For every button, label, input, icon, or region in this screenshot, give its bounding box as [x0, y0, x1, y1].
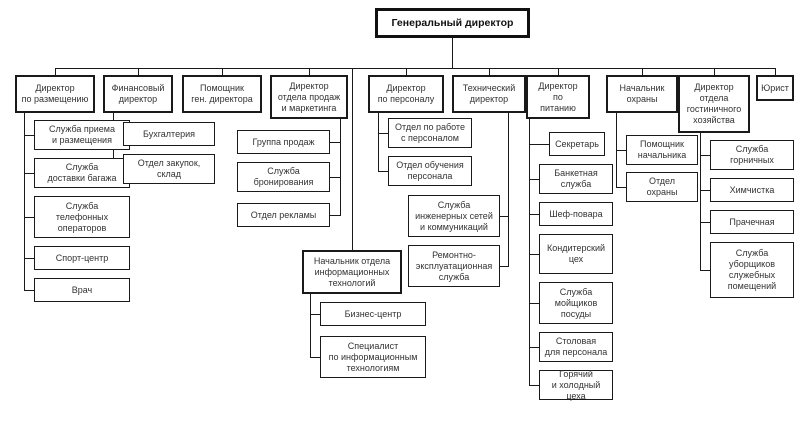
- connector-line: [340, 119, 341, 216]
- node-finance-director: Финансовый директор: [103, 75, 173, 113]
- connector-line: [310, 294, 311, 358]
- node-ceo-assistant: Помощник ген. директора: [182, 75, 262, 113]
- connector-line: [616, 187, 626, 188]
- node-business-center: Бизнес-центр: [320, 302, 426, 326]
- connector-line: [55, 68, 776, 69]
- node-banquet-service: Банкетная служба: [539, 164, 613, 194]
- connector-line: [508, 113, 509, 267]
- node-secretary: Секретарь: [549, 132, 605, 156]
- connector-line: [310, 357, 320, 358]
- node-doctor: Врач: [34, 278, 130, 302]
- connector-line: [406, 68, 407, 75]
- connector-line: [700, 222, 710, 223]
- connector-line: [500, 216, 508, 217]
- connector-line: [24, 258, 34, 259]
- node-confectionery: Кондитерский цех: [539, 234, 613, 274]
- node-accommodation-director: Директор по размещению: [15, 75, 95, 113]
- node-engineering-service: Служба инженерных сетей и коммуникаций: [408, 195, 500, 237]
- connector-line: [330, 142, 340, 143]
- connector-line: [700, 133, 701, 271]
- node-technical-director: Технический директор: [452, 75, 526, 113]
- connector-line: [330, 215, 340, 216]
- connector-line: [529, 254, 539, 255]
- connector-line: [24, 135, 34, 136]
- node-hr-director: Директор по персоналу: [368, 75, 444, 113]
- node-housekeeping-director: Директор отдела гостиничного хозяйства: [678, 75, 750, 133]
- connector-line: [378, 171, 388, 172]
- connector-line: [529, 119, 530, 386]
- node-phone-operators: Служба телефонных операторов: [34, 196, 130, 238]
- node-hr-department: Отдел по работе с персоналом: [388, 118, 472, 148]
- connector-line: [24, 290, 34, 291]
- connector-line: [700, 190, 710, 191]
- connector-line: [500, 266, 508, 267]
- connector-line: [529, 385, 539, 386]
- connector-line: [616, 150, 626, 151]
- node-chefs: Шеф-повара: [539, 202, 613, 226]
- node-security-department: Отдел охраны: [626, 172, 698, 202]
- connector-line: [222, 68, 223, 75]
- connector-line: [775, 68, 776, 75]
- connector-line: [24, 173, 34, 174]
- node-food-director: Директор по питанию: [526, 75, 590, 119]
- node-sport-center: Спорт-центр: [34, 246, 130, 270]
- connector-line: [558, 68, 559, 75]
- connector-line: [452, 38, 453, 68]
- connector-line: [529, 179, 539, 180]
- node-dry-cleaning: Химчистка: [710, 178, 794, 202]
- connector-line: [330, 177, 340, 178]
- connector-line: [24, 217, 34, 218]
- node-sales-marketing-director: Директор отдела продаж и маркетинга: [270, 75, 348, 119]
- node-reception-service: Служба приема и размещения: [34, 120, 130, 150]
- node-security-assistant: Помощник начальника: [626, 135, 698, 165]
- connector-line: [529, 303, 539, 304]
- connector-line: [700, 155, 710, 156]
- node-general-director: Генеральный директор: [375, 8, 530, 38]
- connector-line: [55, 68, 56, 75]
- connector-line: [310, 314, 320, 315]
- node-cleaners-service: Служба уборщиков служебных помещений: [710, 242, 794, 298]
- node-booking-service: Служба бронирования: [237, 162, 330, 192]
- node-dishwashers: Служба мойщиков посуды: [539, 282, 613, 324]
- node-staff-canteen: Столовая для персонала: [539, 332, 613, 362]
- connector-line: [714, 68, 715, 75]
- connector-line: [138, 68, 139, 75]
- node-it-specialist: Специалист по информационным технологиям: [320, 336, 426, 378]
- connector-line: [378, 133, 388, 134]
- node-maids-service: Служба горничных: [710, 140, 794, 170]
- connector-line: [529, 347, 539, 348]
- node-advertising: Отдел рекламы: [237, 203, 330, 227]
- node-maintenance-service: Ремонтно- эксплуатационная служба: [408, 245, 500, 287]
- node-lawyer: Юрист: [756, 75, 794, 101]
- node-hot-cold-shops: Горячий и холодный цеха: [539, 369, 613, 401]
- connector-line: [529, 214, 539, 215]
- connector-line: [24, 113, 25, 291]
- node-purchasing: Отдел закупок, склад: [123, 154, 215, 184]
- node-it-head: Начальник отдела информационных технолог…: [302, 250, 402, 294]
- node-sales-group: Группа продаж: [237, 130, 330, 154]
- node-accounting: Бухгалтерия: [123, 122, 215, 146]
- connector-line: [700, 270, 710, 271]
- connector-line: [352, 68, 353, 250]
- connector-line: [642, 68, 643, 75]
- connector-line: [529, 144, 549, 145]
- node-laundry: Прачечная: [710, 210, 794, 234]
- node-baggage-service: Служба доставки багажа: [34, 158, 130, 188]
- connector-line: [309, 68, 310, 75]
- connector-line: [489, 68, 490, 75]
- node-security-chief: Начальник охраны: [606, 75, 678, 113]
- node-training-department: Отдел обучения персонала: [388, 156, 472, 186]
- connector-line: [378, 113, 379, 172]
